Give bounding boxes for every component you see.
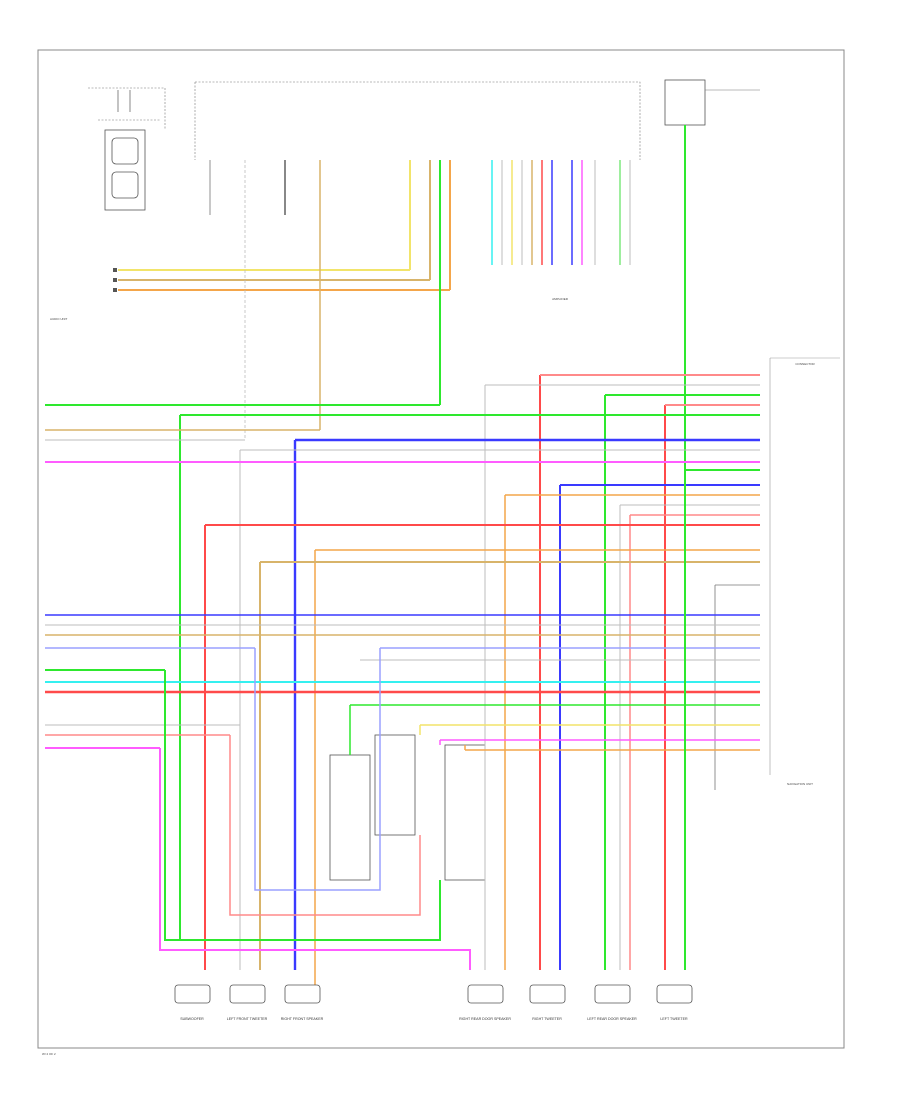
right-connector — [769, 357, 840, 775]
speaker-subwoofer-icon — [174, 984, 211, 1004]
mid-top-wires — [491, 160, 631, 265]
speaker-right-tweeter-icon — [529, 984, 566, 1004]
speaker-left-tweeter-icon — [656, 984, 693, 1004]
audio-unit-block — [88, 87, 166, 211]
label-left-rear-door-speaker: LEFT REAR DOOR SPEAKER — [587, 1017, 637, 1021]
speaker-left-front-tweeter-icon — [229, 984, 266, 1004]
label-connector: CONNECTOR — [795, 362, 815, 366]
pin-block — [113, 268, 117, 292]
lower-routing — [159, 470, 686, 970]
speaker-right-rear-door-icon — [467, 984, 504, 1004]
amplifier-outline — [195, 81, 641, 160]
speaker-right-front-icon — [284, 984, 321, 1004]
label-left-front-tweeter: LEFT FRONT TWEETER — [227, 1017, 268, 1021]
label-right-rear-door-speaker: RIGHT REAR DOOR SPEAKER — [459, 1017, 511, 1021]
label-right-tweeter: RIGHT TWEETER — [532, 1017, 562, 1021]
label-subwoofer: SUBWOOFER — [180, 1017, 204, 1021]
label-audio-unit: AUDIO UNIT — [50, 317, 68, 321]
label-left-tweeter: LEFT TWEETER — [660, 1017, 688, 1021]
speaker-row — [174, 984, 693, 1004]
lower-bundle — [45, 614, 760, 751]
label-navigation: NAVIGATION UNIT — [787, 782, 813, 786]
label-right-front-speaker: RIGHT FRONT SPEAKER — [281, 1017, 324, 1021]
label-amplifier: AMPLIFIER — [552, 297, 569, 301]
speaker-left-rear-door-icon — [594, 984, 631, 1004]
page-label: W/ 2 OF 2 — [42, 1052, 56, 1056]
